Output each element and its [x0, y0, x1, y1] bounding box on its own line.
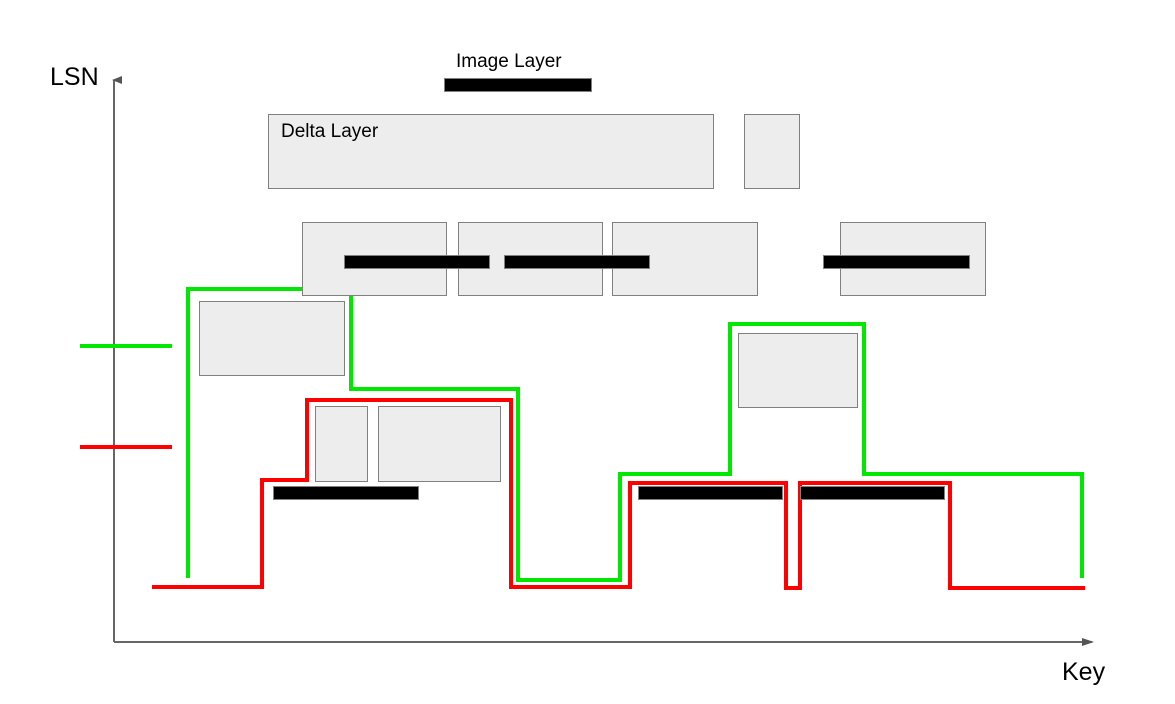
x-axis-label: Key	[1062, 658, 1106, 686]
image-layer-row3-b	[504, 255, 650, 269]
image-layer-low-left	[273, 486, 419, 500]
y-axis-label: LSN	[50, 63, 99, 91]
delta-layer-row5-small	[315, 406, 368, 482]
image-layer-title: Image Layer	[456, 51, 562, 72]
red-branch-line	[152, 398, 1085, 590]
delta-layer-top-right	[744, 114, 800, 189]
image-layer-top	[444, 78, 592, 92]
delta-layer-row4-right	[738, 333, 858, 408]
image-layer-row3-right	[823, 255, 970, 269]
delta-layer-row4-left	[199, 301, 345, 376]
delta-layer-main	[268, 114, 714, 189]
image-layer-row3-a	[344, 255, 490, 269]
image-layer-low-mid	[638, 486, 783, 500]
green-branch-line	[186, 287, 1084, 582]
delta-layer-row5-wide	[378, 406, 501, 482]
image-layer-low-right	[800, 486, 945, 500]
delta-layer-title: Delta Layer	[281, 121, 379, 142]
